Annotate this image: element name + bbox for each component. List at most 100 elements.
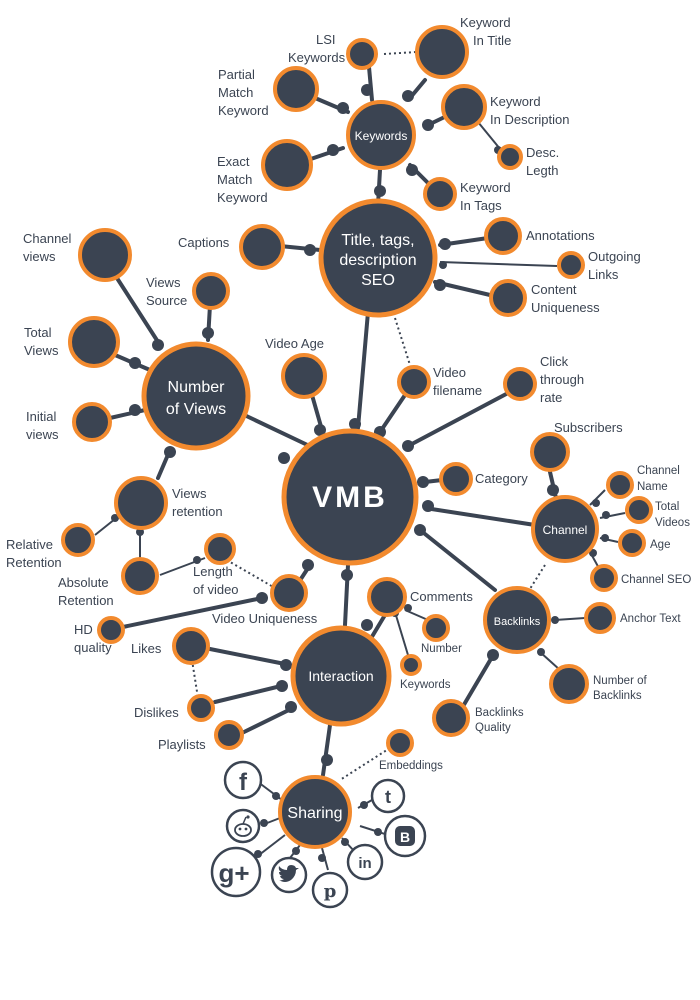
label-views-retention-1: Views [172,486,207,501]
label-total-videos-2: Videos [655,517,690,529]
label-partial-1: Partial [218,67,255,82]
label-total-views-1: Total [24,325,52,340]
hub-channel: Channel [531,495,599,563]
label-embeddings: Embeddings [379,760,443,772]
tumblr-icon[interactable]: t [370,778,406,814]
label-channel-views-2: views [23,249,56,264]
connector-dots [111,84,610,862]
center-logo-text: VMB [312,481,388,514]
label-initial-views-1: Initial [26,409,56,424]
label-outgoing-2: Links [588,267,619,282]
label-ctr-2: through [540,372,584,387]
reddit-icon[interactable] [225,808,261,844]
label-anchor-text: Anchor Text [620,613,681,625]
hub-interaction: Interaction [290,625,392,727]
label-length-1: Length [193,564,233,579]
label-desc-len-2: Legth [526,163,559,178]
hub-keywords: Keywords [346,100,416,170]
label-channel-name-1: Channel [637,465,680,477]
node-hd-quality [97,616,125,644]
node-keywords-small [400,654,422,676]
node-content-uniqueness [489,279,527,317]
label-captions: Captions [178,235,230,250]
hub-seo: Title, tags, description SEO [318,198,438,318]
label-keywords-small: Keywords [400,679,451,691]
label-ctr-1: Click [540,354,569,369]
node-age [618,529,646,557]
label-comments: Comments [410,589,473,604]
node-views-source [192,272,230,310]
label-hd-1: HD [74,622,93,637]
node-relative-retention [61,523,95,557]
label-exact-2: Match [217,172,252,187]
google-plus-icon[interactable]: g+ [210,846,262,898]
node-number [422,614,450,642]
label-kw-tags-1: Keyword [460,180,511,195]
hub-views: Number of Views [141,341,251,451]
label-exact-3: Keyword [217,190,268,205]
label-subscribers: Subscribers [554,420,623,435]
node-length-of-video [204,533,236,565]
label-video-filename-2: filename [433,383,482,398]
svg-text:p: p [324,881,337,902]
label-likes: Likes [131,641,162,656]
label-video-uniqueness: Video Uniqueness [212,611,318,626]
node-views-retention [114,476,168,530]
node-keyword-in-tags [423,177,457,211]
label-backlinks-quality-1: Backlinks [475,707,524,719]
label-uniqueness-2: Uniqueness [531,300,600,315]
label-views-source-1: Views [146,275,181,290]
seo-hub-line-2: description [339,252,416,269]
node-video-filename [397,365,431,399]
views-hub-line-1: Number [168,379,226,396]
node-comments [367,577,407,617]
label-kw-title-1: Keyword [460,15,511,30]
label-channel-views-1: Channel [23,231,72,246]
node-anchor-text [584,602,616,634]
label-exact-1: Exact [217,154,250,169]
label-lsi-2: Keywords [288,50,346,65]
label-relative-retention-1: Relative [6,537,53,552]
node-video-age [281,353,327,399]
linkedin-icon[interactable]: in [346,843,384,881]
label-category: Category [475,471,528,486]
sharing-hub-label: Sharing [287,805,342,822]
node-video-uniqueness [270,574,308,612]
labels: LSI Keywords Keyword In Title Partial Ma… [6,15,691,772]
label-ctr-3: rate [540,390,562,405]
node-dislikes [187,694,215,722]
twitter-icon[interactable] [270,856,308,894]
label-lsi-1: LSI [316,32,336,47]
hub-backlinks: Backlinks [483,586,551,654]
label-backlinks-quality-2: Quality [475,722,511,734]
node-captions [239,224,285,270]
node-keyword-in-title [415,25,469,79]
node-backlinks-quality [432,699,470,737]
node-total-videos [625,496,653,524]
label-number-backlinks-2: Backlinks [593,690,642,702]
label-total-videos-1: Total [655,501,679,513]
label-absolute-retention-2: Retention [58,593,114,608]
node-channel-name [606,471,634,499]
svg-text:B: B [400,829,410,845]
blogger-icon[interactable]: B [383,814,427,858]
svg-text:f: f [239,769,248,796]
node-outgoing-links [557,251,585,279]
facebook-icon[interactable]: f [223,760,263,800]
node-number-of-backlinks [549,664,589,704]
svg-text:g+: g+ [218,858,249,888]
node-subscribers [530,432,570,472]
node-partial-match [273,66,319,112]
label-absolute-retention-1: Absolute [58,575,109,590]
pinterest-icon[interactable]: p [311,871,349,909]
label-initial-views-2: views [26,427,59,442]
node-category [439,462,473,496]
hub-center: VMB [281,428,419,566]
label-number: Number [421,643,462,655]
label-uniqueness-1: Content [531,282,577,297]
node-likes [172,627,210,665]
label-outgoing-1: Outgoing [588,249,641,264]
node-desc-length [497,144,523,170]
node-exact-match [261,139,313,191]
node-lsi-keywords [346,38,378,70]
